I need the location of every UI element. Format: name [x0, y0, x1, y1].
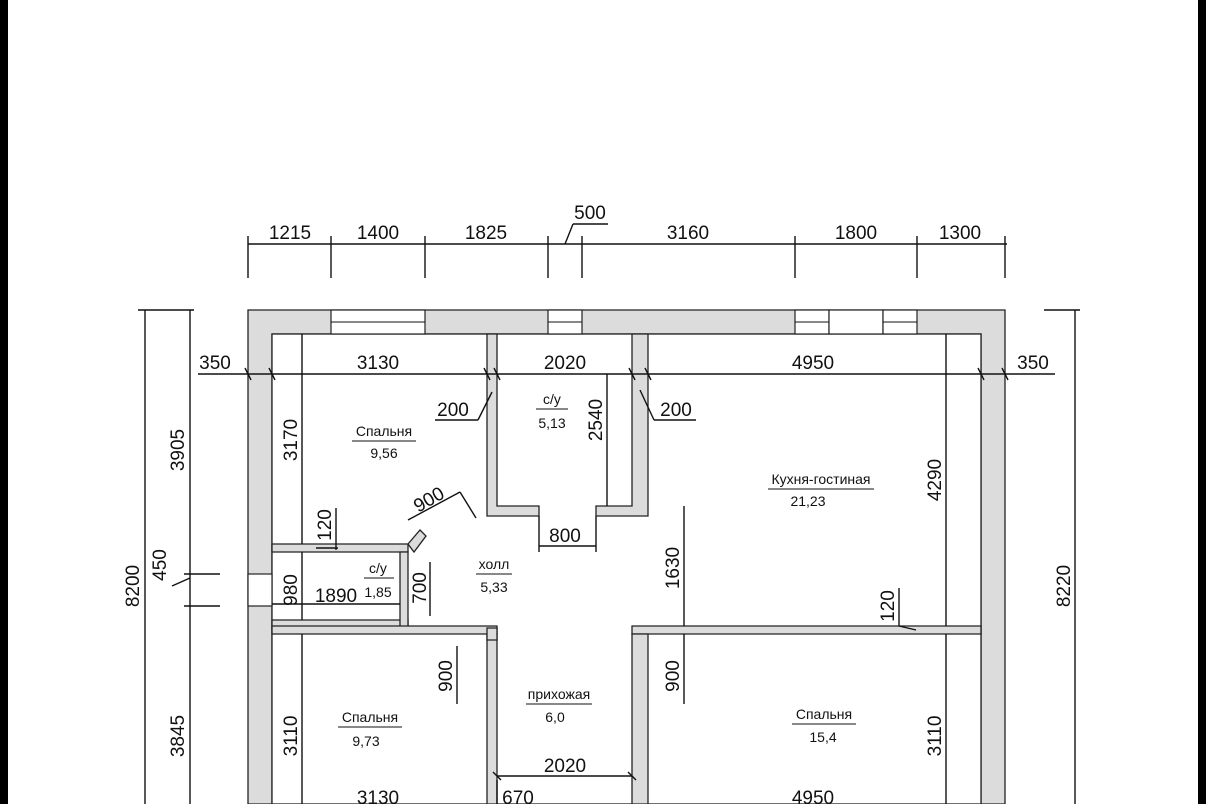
interior-walls	[271, 333, 982, 804]
dim-1300: 1300	[939, 223, 981, 244]
room-kitchen: Кухня-гостиная 21,23	[768, 471, 874, 509]
room-name: Спальня	[796, 706, 852, 722]
dim-line-800	[538, 516, 597, 552]
dim-tick-120-right	[898, 625, 917, 631]
room-name: Кухня-гостиная	[771, 471, 870, 487]
dim-1800: 1800	[835, 223, 877, 244]
room-name: прихожая	[528, 686, 590, 702]
dim-350-right: 350	[1017, 353, 1049, 374]
room-bedroom3: Спальня 15,4	[792, 706, 856, 745]
room-area: 21,23	[790, 493, 825, 509]
dim-1825: 1825	[465, 223, 507, 244]
windows	[247, 309, 918, 607]
top-dimension-chain	[247, 223, 1007, 278]
left-dimension-chain	[138, 309, 220, 804]
dim-2020-bottom: 2020	[544, 756, 586, 777]
dim-line-900-diag	[407, 491, 461, 521]
room-area: 6,0	[545, 709, 565, 725]
dim-3130-top: 3130	[357, 353, 399, 374]
dim-8200: 8200	[123, 565, 144, 607]
dim-tick-900	[459, 491, 477, 519]
dim-200-right: 200	[660, 400, 692, 421]
dim-900-left: 900	[436, 660, 457, 692]
dim-3160: 3160	[667, 223, 709, 244]
dim-2020-top: 2020	[544, 353, 586, 374]
dim-900-right: 900	[663, 660, 684, 692]
room-name: с/у	[543, 391, 561, 407]
room-area: 5,13	[538, 415, 565, 431]
floor-plan-sheet: 1215 1400 1825 500 3160 1800 1300 350 31…	[8, 0, 1198, 804]
exterior-walls	[247, 309, 1006, 804]
dim-3845: 3845	[168, 715, 189, 757]
room-bath1: с/у 5,13	[536, 391, 568, 431]
dim-350-left: 350	[199, 353, 231, 374]
dim-4950-top: 4950	[792, 353, 834, 374]
dim-120-right: 120	[878, 590, 899, 622]
dim-670: 670	[502, 788, 534, 804]
room-area: 5,33	[480, 579, 507, 595]
room-bedroom2: Спальня 9,73	[338, 709, 402, 749]
dim-500: 500	[574, 203, 606, 224]
room-name: холл	[479, 556, 510, 572]
dim-800: 800	[549, 526, 581, 547]
inner-dimension-line	[198, 367, 1055, 381]
room-hall: холл 5,33	[476, 556, 512, 595]
room-name: Спальня	[356, 423, 412, 439]
dim-4290: 4290	[925, 459, 946, 501]
dim-700: 700	[410, 572, 431, 604]
dim-980: 980	[281, 574, 302, 606]
room-bedroom1: Спальня 9,56	[352, 423, 416, 461]
dim-2540: 2540	[586, 399, 607, 441]
room-name: Спальня	[342, 709, 398, 725]
right-dimension-chain	[1044, 309, 1080, 804]
room-area: 9,73	[352, 733, 379, 749]
dim-3905: 3905	[168, 429, 189, 471]
dim-8220: 8220	[1054, 565, 1075, 607]
room-entry: прихожая 6,0	[526, 686, 592, 725]
dim-1400: 1400	[357, 223, 399, 244]
dim-3170: 3170	[281, 419, 302, 461]
floor-plan-drawing: 1215 1400 1825 500 3160 1800 1300 350 31…	[123, 203, 1080, 804]
dim-3110-right: 3110	[925, 716, 946, 757]
dim-450: 450	[150, 549, 171, 581]
dim-3130-bottom: 3130	[357, 788, 399, 804]
dim-200-left: 200	[437, 400, 469, 421]
dim-4950-bottom: 4950	[792, 788, 834, 804]
dim-line-2020-bottom	[492, 771, 637, 781]
dim-1630: 1630	[663, 547, 684, 589]
dim-1215: 1215	[269, 223, 311, 244]
dim-1890: 1890	[315, 586, 357, 607]
room-name: с/у	[369, 560, 387, 576]
wall-thickness-leaders	[435, 389, 696, 421]
room-bath2: с/у 1,85	[364, 560, 394, 600]
room-area: 9,56	[370, 445, 397, 461]
dim-3110-left: 3110	[281, 716, 302, 757]
room-area: 15,4	[809, 729, 836, 745]
dim-120-left: 120	[315, 509, 336, 541]
room-area: 1,85	[364, 584, 391, 600]
